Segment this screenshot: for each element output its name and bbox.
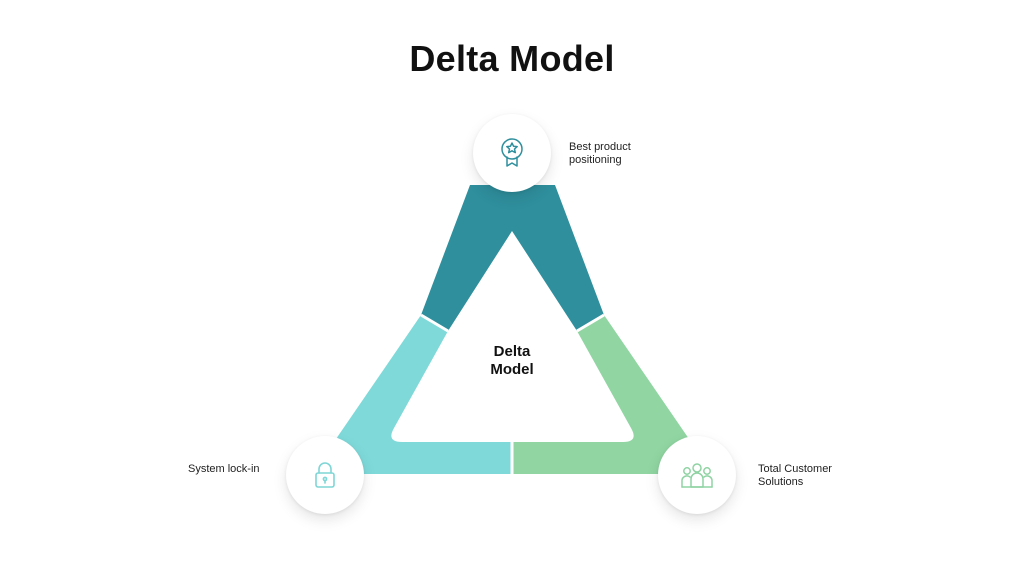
center-label-line1: Delta	[493, 343, 531, 360]
left-node-label: System lock-in	[188, 463, 260, 475]
right-node-label: Total Customer Solutions	[758, 463, 832, 488]
award-badge-icon	[501, 138, 523, 167]
top-node-label: Best product positioning	[569, 141, 631, 166]
page-title: Delta Model	[409, 38, 615, 79]
right-node-circle	[658, 436, 736, 514]
left-node-circle	[286, 436, 364, 514]
top-segment	[421, 185, 604, 331]
lock-icon	[315, 462, 335, 488]
center-label: Delta Model	[452, 343, 572, 379]
right-segment	[512, 315, 700, 474]
top-node-circle	[473, 114, 551, 192]
center-label-line2: Model	[490, 361, 534, 378]
people-group-icon	[681, 463, 713, 488]
left-segment	[325, 315, 512, 474]
